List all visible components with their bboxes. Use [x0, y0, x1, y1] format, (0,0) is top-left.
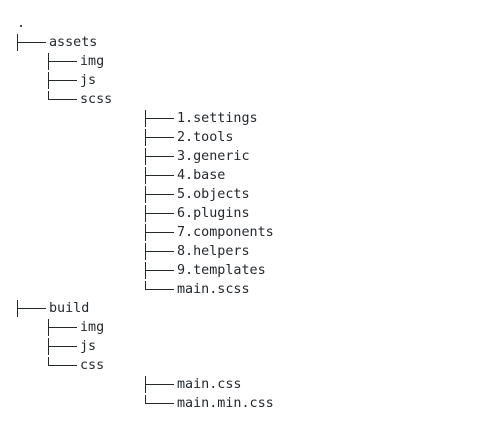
tree-file: 4.base [144, 166, 225, 185]
file-label: 5.objects [177, 187, 250, 202]
folder-label-build-js: js [80, 339, 97, 354]
tree-file: 1.settings [144, 109, 258, 128]
tree-branch-connector [16, 33, 46, 52]
tree-file: 5.objects [144, 185, 250, 204]
tree-branch-connector [144, 375, 174, 394]
tree-branch-connector [144, 261, 174, 280]
tree-file: main.scss [144, 280, 250, 299]
file-label: 9.templates [177, 263, 266, 278]
folder-label-build: build [49, 301, 90, 316]
folder-label-assets-scss: scss [80, 92, 113, 107]
tree-branch-connector [144, 128, 174, 147]
tree-file: 2.tools [144, 128, 233, 147]
tree-branch-connector [47, 52, 77, 71]
tree-root: . [17, 14, 25, 33]
tree-folder-build-js: js [47, 337, 96, 356]
file-label: main.scss [177, 282, 250, 297]
tree-branch-connector [144, 147, 174, 166]
tree-file: 8.helpers [144, 242, 250, 261]
tree-branch-last-connector [47, 90, 77, 109]
folder-label-assets: assets [49, 35, 98, 50]
tree-file: main.min.css [144, 394, 274, 413]
tree-branch-last-connector [47, 356, 77, 375]
tree-file: 3.generic [144, 147, 250, 166]
file-label: 8.helpers [177, 244, 250, 259]
tree-file: 7.components [144, 223, 274, 242]
tree-branch-connector [47, 71, 77, 90]
file-label: 7.components [177, 225, 274, 240]
file-label: main.min.css [177, 396, 274, 411]
file-label: main.css [177, 377, 242, 392]
tree-file: 6.plugins [144, 204, 250, 223]
tree-branch-connector [47, 337, 77, 356]
tree-branch-connector [144, 242, 174, 261]
tree-file: main.css [144, 375, 242, 394]
tree-file: 9.templates [144, 261, 266, 280]
file-label: 2.tools [177, 130, 234, 145]
file-label: 3.generic [177, 149, 250, 164]
file-label: 4.base [177, 168, 226, 183]
tree-root-label: . [17, 16, 26, 31]
tree-branch-connector [144, 204, 174, 223]
folder-label-assets-img: img [80, 54, 105, 69]
tree-folder-assets: assets [16, 33, 97, 52]
tree-folder-build-img: img [47, 318, 104, 337]
tree-folder-build-css: css [47, 356, 104, 375]
tree-branch-connector [144, 185, 174, 204]
tree-branch-last-connector [144, 394, 174, 413]
file-label: 6.plugins [177, 206, 250, 221]
tree-branch-last-connector [144, 280, 174, 299]
folder-label-build-img: img [80, 320, 105, 335]
tree-folder-assets-scss: scss [47, 90, 112, 109]
tree-folder-assets-img: img [47, 52, 104, 71]
tree-branch-connector [16, 299, 46, 318]
tree-branch-connector [47, 318, 77, 337]
folder-label-build-css: css [80, 358, 105, 373]
tree-folder-assets-js: js [47, 71, 96, 90]
file-label: 1.settings [177, 111, 258, 126]
tree-branch-connector [144, 166, 174, 185]
folder-label-assets-js: js [80, 73, 97, 88]
tree-folder-build: build [16, 299, 89, 318]
tree-branch-connector [144, 109, 174, 128]
tree-branch-connector [144, 223, 174, 242]
